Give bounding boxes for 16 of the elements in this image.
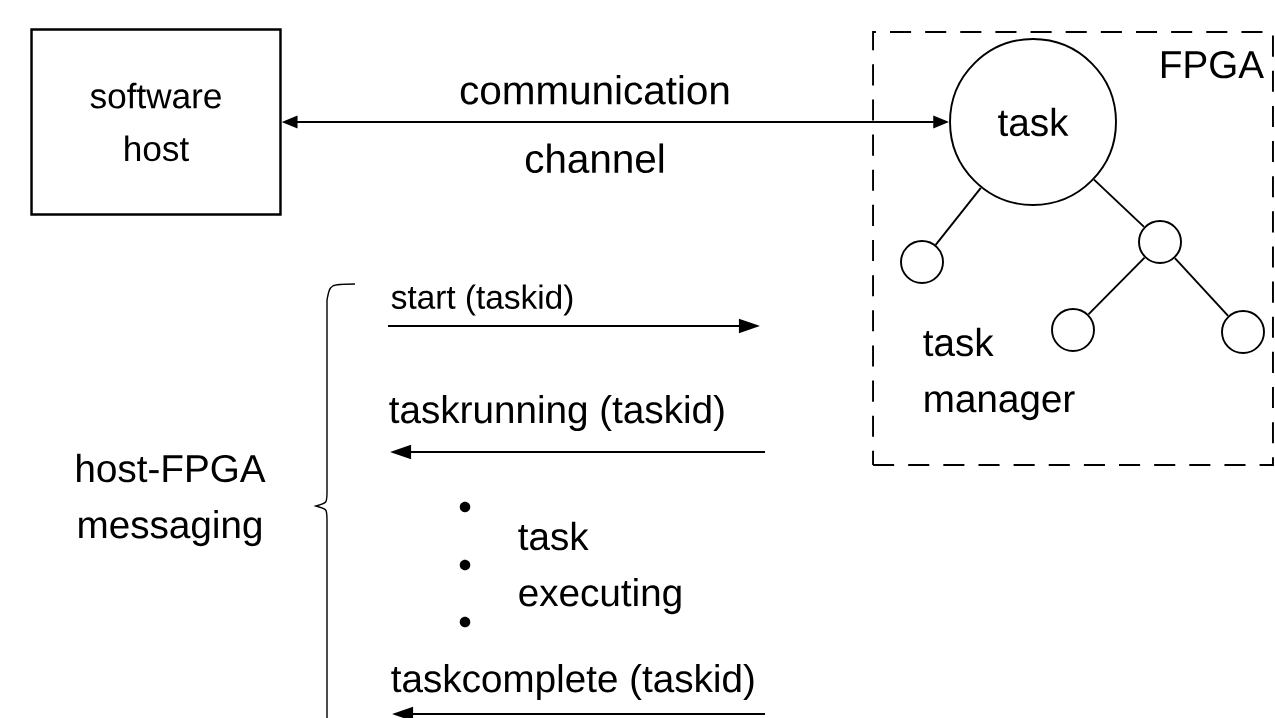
connector-line [1093,178,1145,228]
label: host-FPGA messaging [77,453,266,547]
small-circle [1138,220,1182,264]
small-circle [1051,308,1095,352]
host-box: software host [30,28,282,216]
label: start (taskid) [391,284,573,316]
connector-line [1087,256,1146,316]
small-circle [1221,310,1265,354]
label: taskrunning (taskid) [389,395,724,431]
connector-line [1173,257,1230,317]
edge-label: communication channel [460,74,729,174]
label: task executing [518,521,681,615]
label: taskcomplete (taskid) [391,664,754,700]
label: task manager [923,327,1075,421]
connector-line [934,186,982,246]
small-circle [900,240,944,284]
